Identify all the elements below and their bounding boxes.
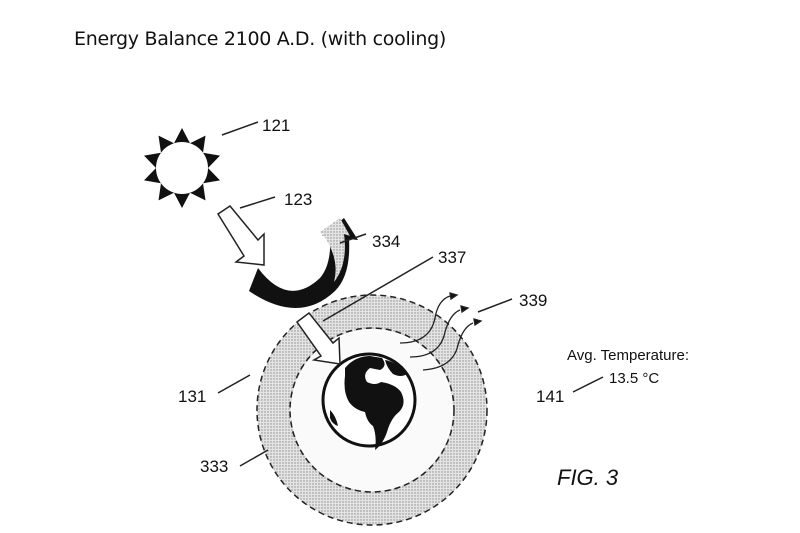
label-atmosphere-131: 131 [178,387,206,406]
temperature-value: 13.5 °C [609,370,659,387]
sun-icon [144,128,220,208]
reflected-radiation-arrow [249,218,358,308]
label-layer-337: 337 [438,248,466,267]
label-cooling-layer-333: 333 [200,457,228,476]
incoming-radiation-arrow [216,204,265,266]
temperature-caption: Avg. Temperature: [567,347,689,364]
label-temperature-141: 141 [536,387,564,406]
figure-label: FIG. 3 [557,465,619,490]
label-incoming-123: 123 [284,190,312,209]
earth-globe-icon [321,352,417,450]
outgoing-heat-arrows [399,292,483,371]
absorbed-radiation-arrow [295,311,341,365]
label-outgoing-339: 339 [519,291,547,310]
leader-lines [217,121,604,467]
diagram-title: Energy Balance 2100 A.D. (with cooling) [74,28,447,50]
label-reflected-334: 334 [372,232,400,251]
label-sun-121: 121 [262,116,290,135]
